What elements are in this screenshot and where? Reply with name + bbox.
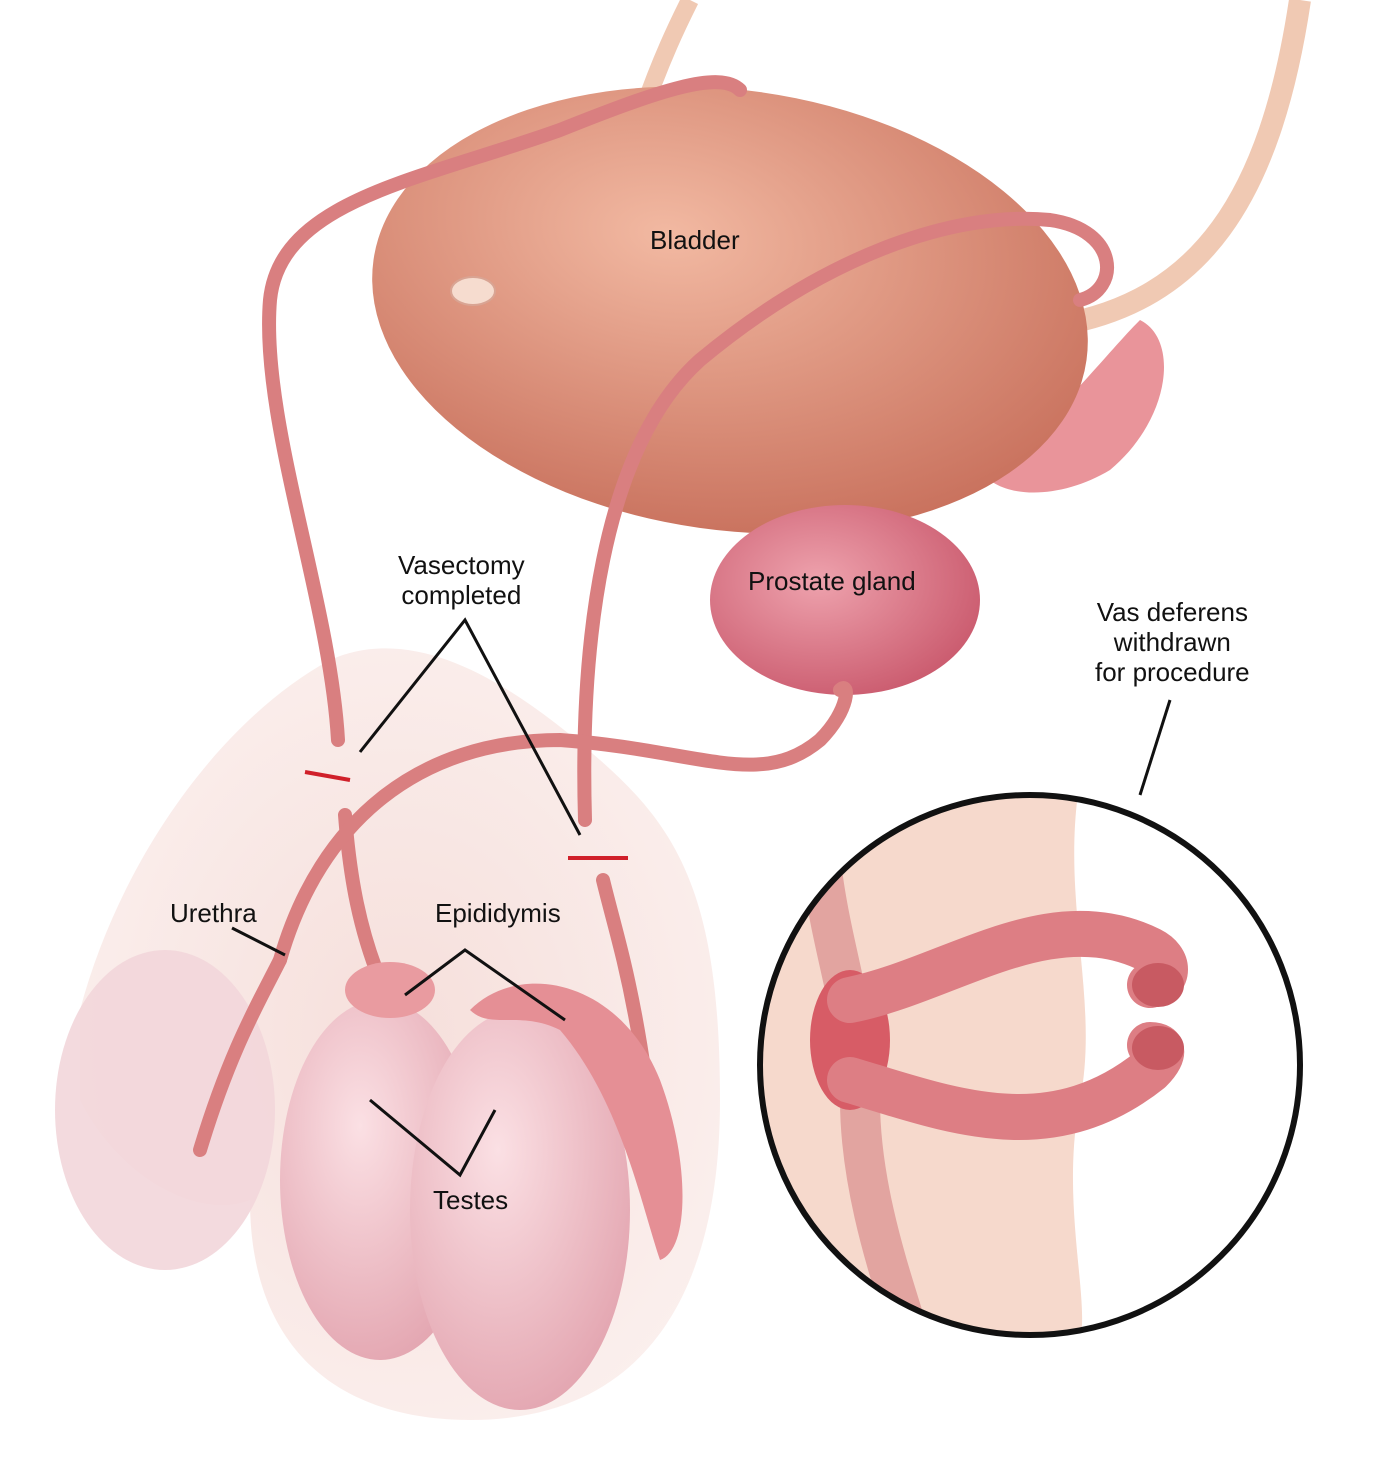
- label-prostate-gland: Prostate gland: [748, 566, 916, 596]
- label-epididymis: Epididymis: [435, 898, 561, 928]
- label-line: Vas deferens: [1096, 597, 1248, 627]
- label-bladder: Bladder: [650, 225, 740, 255]
- ureter-opening: [450, 276, 496, 306]
- inset-procedure-view: [757, 792, 1303, 1338]
- prostate-gland: [710, 505, 980, 695]
- vas-deferens: [193, 75, 1114, 1207]
- leader-lines: [231, 617, 1172, 1178]
- label-vas-deferens-withdrawn: Vas deferens withdrawn for procedure: [1095, 597, 1250, 687]
- label-urethra: Urethra: [170, 898, 257, 928]
- label-line: Vasectomy: [398, 550, 525, 580]
- epididymis-right: [470, 983, 683, 1260]
- cut-mark-left: [304, 770, 351, 782]
- label-line: withdrawn: [1113, 627, 1231, 657]
- bladder: [372, 86, 1088, 534]
- label-testes: Testes: [433, 1185, 509, 1215]
- label-line: completed: [401, 580, 522, 610]
- epididymis-left: [345, 962, 435, 1018]
- label-line: for procedure: [1095, 657, 1250, 687]
- label-vasectomy-completed: Vasectomy completed: [398, 550, 525, 610]
- ureter: [1058, 0, 1311, 336]
- testis-right: [410, 1010, 630, 1410]
